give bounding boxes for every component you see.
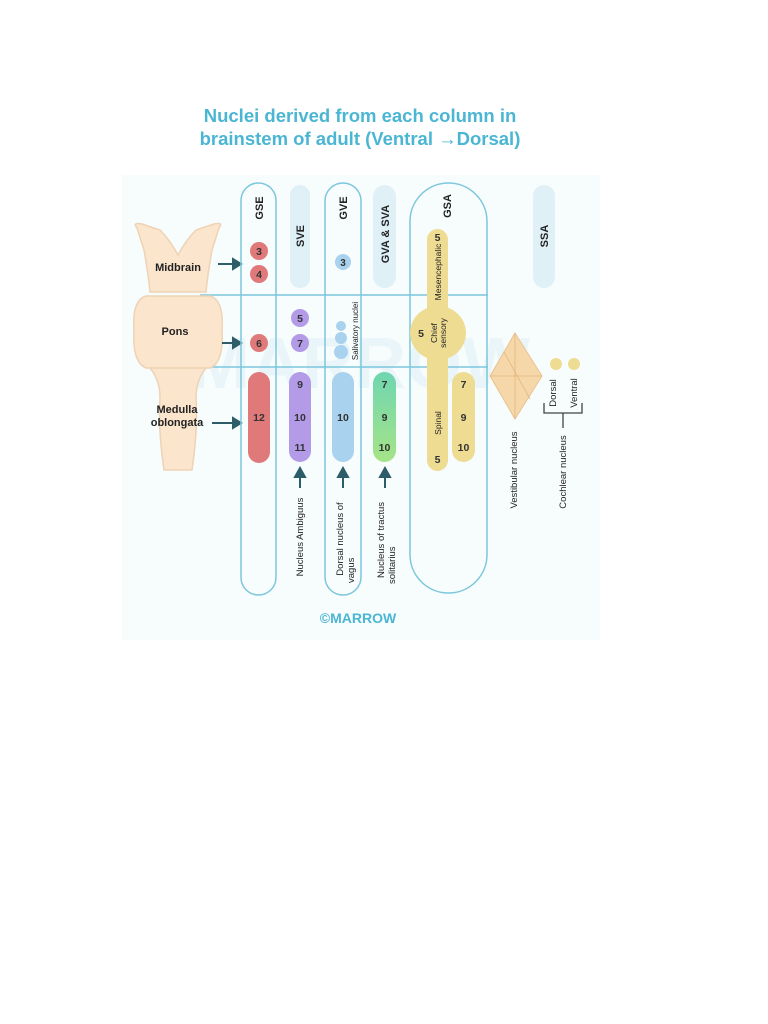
column-header-gse: GSE [254, 196, 266, 219]
column-header-sve: SVE [295, 225, 307, 247]
sve-column-bg [290, 185, 310, 288]
gve-nucleus-3-label: 3 [340, 258, 346, 269]
gse-nucleus-4-label: 4 [256, 269, 262, 281]
region-label-pons: Pons [162, 326, 189, 338]
gse-nucleus-12-label: 12 [253, 412, 265, 424]
cochlear-bracket [543, 403, 583, 428]
gve-column-outline [324, 182, 362, 596]
mesencephalic-label: Mesencephalic [433, 243, 443, 300]
column-header-ssa: SSA [539, 225, 551, 248]
region-label-medulla-line1: Medulla [157, 404, 199, 416]
column-header-gva-sva: GVA & SVA [380, 205, 392, 264]
gsa-nucleus-5-chief-label: 5 [418, 328, 424, 340]
ssa-column-bg [533, 185, 555, 288]
gsa-nucleus-10-label: 10 [458, 442, 470, 454]
gve-nucleus-10-label: 10 [337, 412, 349, 424]
vestibular-nucleus-divisions [490, 333, 542, 419]
gse-nucleus-3 [250, 242, 268, 260]
region-label-medulla-line2: oblongata [151, 417, 204, 429]
tractus-nucleus-7-label: 7 [382, 379, 388, 391]
brainstem-silhouette [133, 222, 223, 471]
cochlear-ventral-label: Ventral [569, 378, 580, 408]
cochlear-nucleus-ventral [568, 358, 580, 370]
region-label-midbrain: Midbrain [155, 262, 201, 274]
chief-sensory-label-line2: sensory [438, 317, 448, 348]
sve-nucleus-7-label: 7 [297, 338, 303, 350]
gsa-nucleus-5-spinal-label: 5 [435, 454, 441, 466]
footer-copyright-text: ©MARROW [319, 610, 397, 626]
tractus-solitarius-label-line1: Nucleus of tractus [376, 502, 387, 578]
chief-sensory-label-line1: Chief [429, 322, 439, 342]
gsa-right-nuclei-bar [452, 372, 475, 462]
column-header-gsa: GSA [442, 194, 454, 218]
gse-column-outline [240, 182, 277, 596]
cochlear-dorsal-label: Dorsal [548, 379, 559, 406]
gve-nucleus-3 [335, 254, 351, 270]
footer-copyright: ©MARROW [300, 610, 416, 626]
dorsal-vagus-label-line1: Dorsal nucleus of [335, 502, 346, 576]
gsa-nucleus-9-label: 9 [461, 412, 467, 424]
sve-nucleus-7 [291, 334, 309, 352]
salivatory-nuclei-label: Salivatory nuclei [351, 302, 360, 360]
tractus-solitarius-bar [373, 372, 396, 462]
salivatory-nucleus-middle [335, 332, 347, 344]
sve-nucleus-5-label: 5 [297, 313, 303, 325]
spinal-label: Spinal [433, 411, 443, 435]
region-arrows [212, 257, 243, 430]
sve-nucleus-9-label: 9 [297, 379, 303, 391]
tractus-solitarius-label-line2: solitarius [387, 546, 398, 584]
tractus-nucleus-10-label: 10 [379, 442, 391, 454]
gse-nucleus-6-label: 6 [256, 338, 262, 350]
gsa-nucleus-7-label: 7 [461, 379, 467, 391]
diagram-title-line2: brainstem of adult (Ventral →Dorsal) [199, 128, 521, 149]
gse-nucleus-4 [250, 265, 268, 283]
gse-nucleus-3-label: 3 [256, 246, 262, 258]
gve-dorsal-vagus-bar [332, 372, 354, 462]
trigeminal-nuclear-complex [410, 229, 466, 471]
sve-nucleus-10-label: 10 [294, 412, 306, 424]
salivatory-nucleus-inferior [334, 345, 348, 359]
gsa-column-outline [409, 182, 488, 594]
gse-nucleus-6 [250, 334, 268, 352]
salivatory-nucleus-superior [336, 321, 346, 331]
vestibular-nucleus-label: Vestibular nucleus [509, 431, 520, 508]
diagram-title-line1: Nuclei derived from each column in [203, 105, 517, 126]
tractus-nucleus-9-label: 9 [382, 412, 388, 424]
column-arrows [293, 465, 392, 488]
dorsal-vagus-label-line2: vagus [346, 557, 357, 583]
gsa-nucleus-5-mesencephalic-label: 5 [435, 232, 441, 244]
gva-sva-column-bg [373, 185, 396, 288]
column-header-gve: GVE [338, 196, 350, 219]
sve-nucleus-5 [291, 309, 309, 327]
sve-nucleus-11-label: 11 [294, 442, 305, 454]
gse-nucleus-12 [248, 372, 270, 463]
cochlear-nucleus-label: Cochlear nucleus [558, 435, 569, 509]
cochlear-nucleus-dorsal [550, 358, 562, 370]
sve-nucleus-ambiguus-bar [289, 372, 311, 462]
nucleus-ambiguus-label: Nucleus Ambiguus [295, 497, 306, 576]
